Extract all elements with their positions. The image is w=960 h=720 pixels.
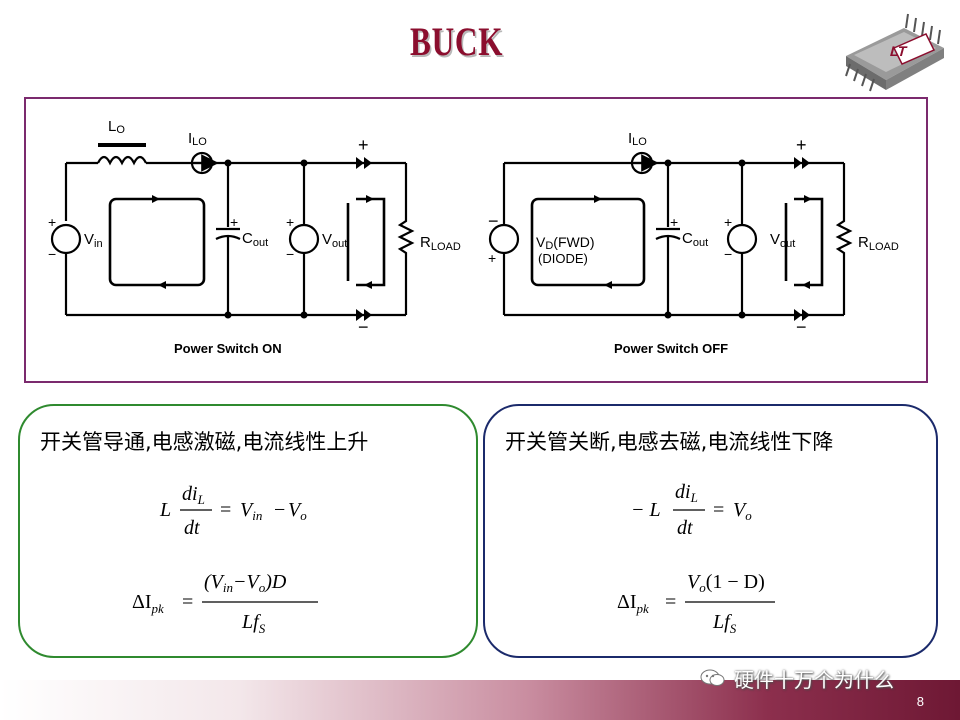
load-label-off: RLOAD: [858, 234, 899, 253]
svg-text:−: −: [286, 246, 294, 262]
svg-text:−: −: [274, 499, 285, 521]
svg-text:−: −: [358, 317, 369, 337]
ic-chip-logo: LT: [845, 13, 944, 92]
cap-label-off: Cout: [682, 230, 708, 249]
slide-title: BUCK: [410, 19, 504, 64]
wechat-icon: [700, 669, 725, 686]
svg-text:LT: LT: [888, 44, 909, 60]
circuit-switch-on: [50, 143, 415, 317]
svg-text:Vo: Vo: [733, 499, 752, 523]
svg-text:ΔIpk: ΔIpk: [132, 591, 164, 616]
inductor-label-on: LO: [108, 118, 125, 136]
panel-switch-off: 开关管关断,电感去磁,电流线性下降 − L diL dt = Vo ΔIpk =…: [483, 404, 938, 658]
svg-text:(Vin−Vo)D: (Vin−Vo)D: [204, 571, 287, 595]
page-number: 8: [916, 694, 924, 709]
caption-switch-on: Power Switch ON: [174, 341, 282, 356]
svg-text:+: +: [48, 214, 56, 230]
svg-text:+: +: [670, 214, 678, 230]
equation-inductor-voltage-on: L diL dt = Vin − Vo: [159, 483, 307, 539]
load-label-on: RLOAD: [420, 234, 461, 253]
watermark: 硬件十万个为什么: [700, 664, 894, 692]
svg-text:=: =: [713, 499, 724, 521]
svg-text:+: +: [488, 250, 496, 266]
svg-text:LfS: LfS: [241, 611, 266, 636]
equation-inductor-voltage-off: − L diL dt = Vo: [631, 481, 752, 539]
equation-ripple-off: ΔIpk = Vo(1 − D) LfS: [617, 571, 775, 636]
diode-label-off: VD(FWD): [536, 234, 595, 252]
caption-switch-off: Power Switch OFF: [614, 341, 728, 356]
svg-text:+: +: [358, 135, 369, 155]
svg-text:+: +: [230, 214, 238, 230]
svg-text:=: =: [182, 591, 193, 613]
svg-text:− L: − L: [631, 499, 661, 521]
panel-heading-off: 开关管关断,电感去磁,电流线性下降: [505, 430, 834, 454]
svg-text:Vo(1 − D): Vo(1 − D): [687, 571, 765, 595]
diode-name-off: (DIODE): [538, 251, 588, 266]
current-label-off: ILO: [628, 130, 647, 148]
circuit-switch-off: [488, 151, 853, 317]
svg-text:−: −: [796, 317, 807, 337]
svg-text:Vo: Vo: [288, 499, 307, 523]
svg-text:−: −: [488, 211, 499, 231]
vout-label-off: Vout: [770, 231, 795, 250]
svg-text:=: =: [220, 499, 231, 521]
svg-text:diL: diL: [182, 483, 205, 507]
svg-text:dt: dt: [184, 517, 200, 539]
svg-text:L: L: [159, 499, 171, 521]
current-label-on: ILO: [188, 130, 207, 148]
panel-heading-on: 开关管导通,电感激磁,电流线性上升: [40, 430, 369, 454]
svg-text:=: =: [665, 591, 676, 613]
panel-switch-on: 开关管导通,电感激磁,电流线性上升 L diL dt = Vin − Vo ΔI…: [18, 404, 478, 658]
svg-text:dt: dt: [677, 517, 693, 539]
cap-label-on: Cout: [242, 230, 268, 249]
svg-text:−: −: [48, 246, 56, 262]
svg-text:+: +: [724, 214, 732, 230]
equation-ripple-on: ΔIpk = (Vin−Vo)D LfS: [132, 571, 318, 636]
svg-text:ΔIpk: ΔIpk: [617, 591, 649, 616]
vout-label-on: Vout: [322, 231, 347, 250]
svg-text:diL: diL: [675, 481, 698, 505]
svg-text:+: +: [796, 135, 807, 155]
svg-text:LfS: LfS: [712, 611, 737, 636]
source-label-on: Vin: [84, 231, 103, 250]
svg-text:−: −: [724, 246, 732, 262]
svg-text:Vin: Vin: [240, 499, 262, 523]
svg-text:+: +: [286, 214, 294, 230]
circuit-diagram-frame: + − + + − + − LO ILO Vin Cout Vout RLOAD Po…: [24, 97, 928, 383]
watermark-text: 硬件十万个为什么: [734, 667, 894, 692]
footer-gradient-bar: [0, 680, 960, 720]
